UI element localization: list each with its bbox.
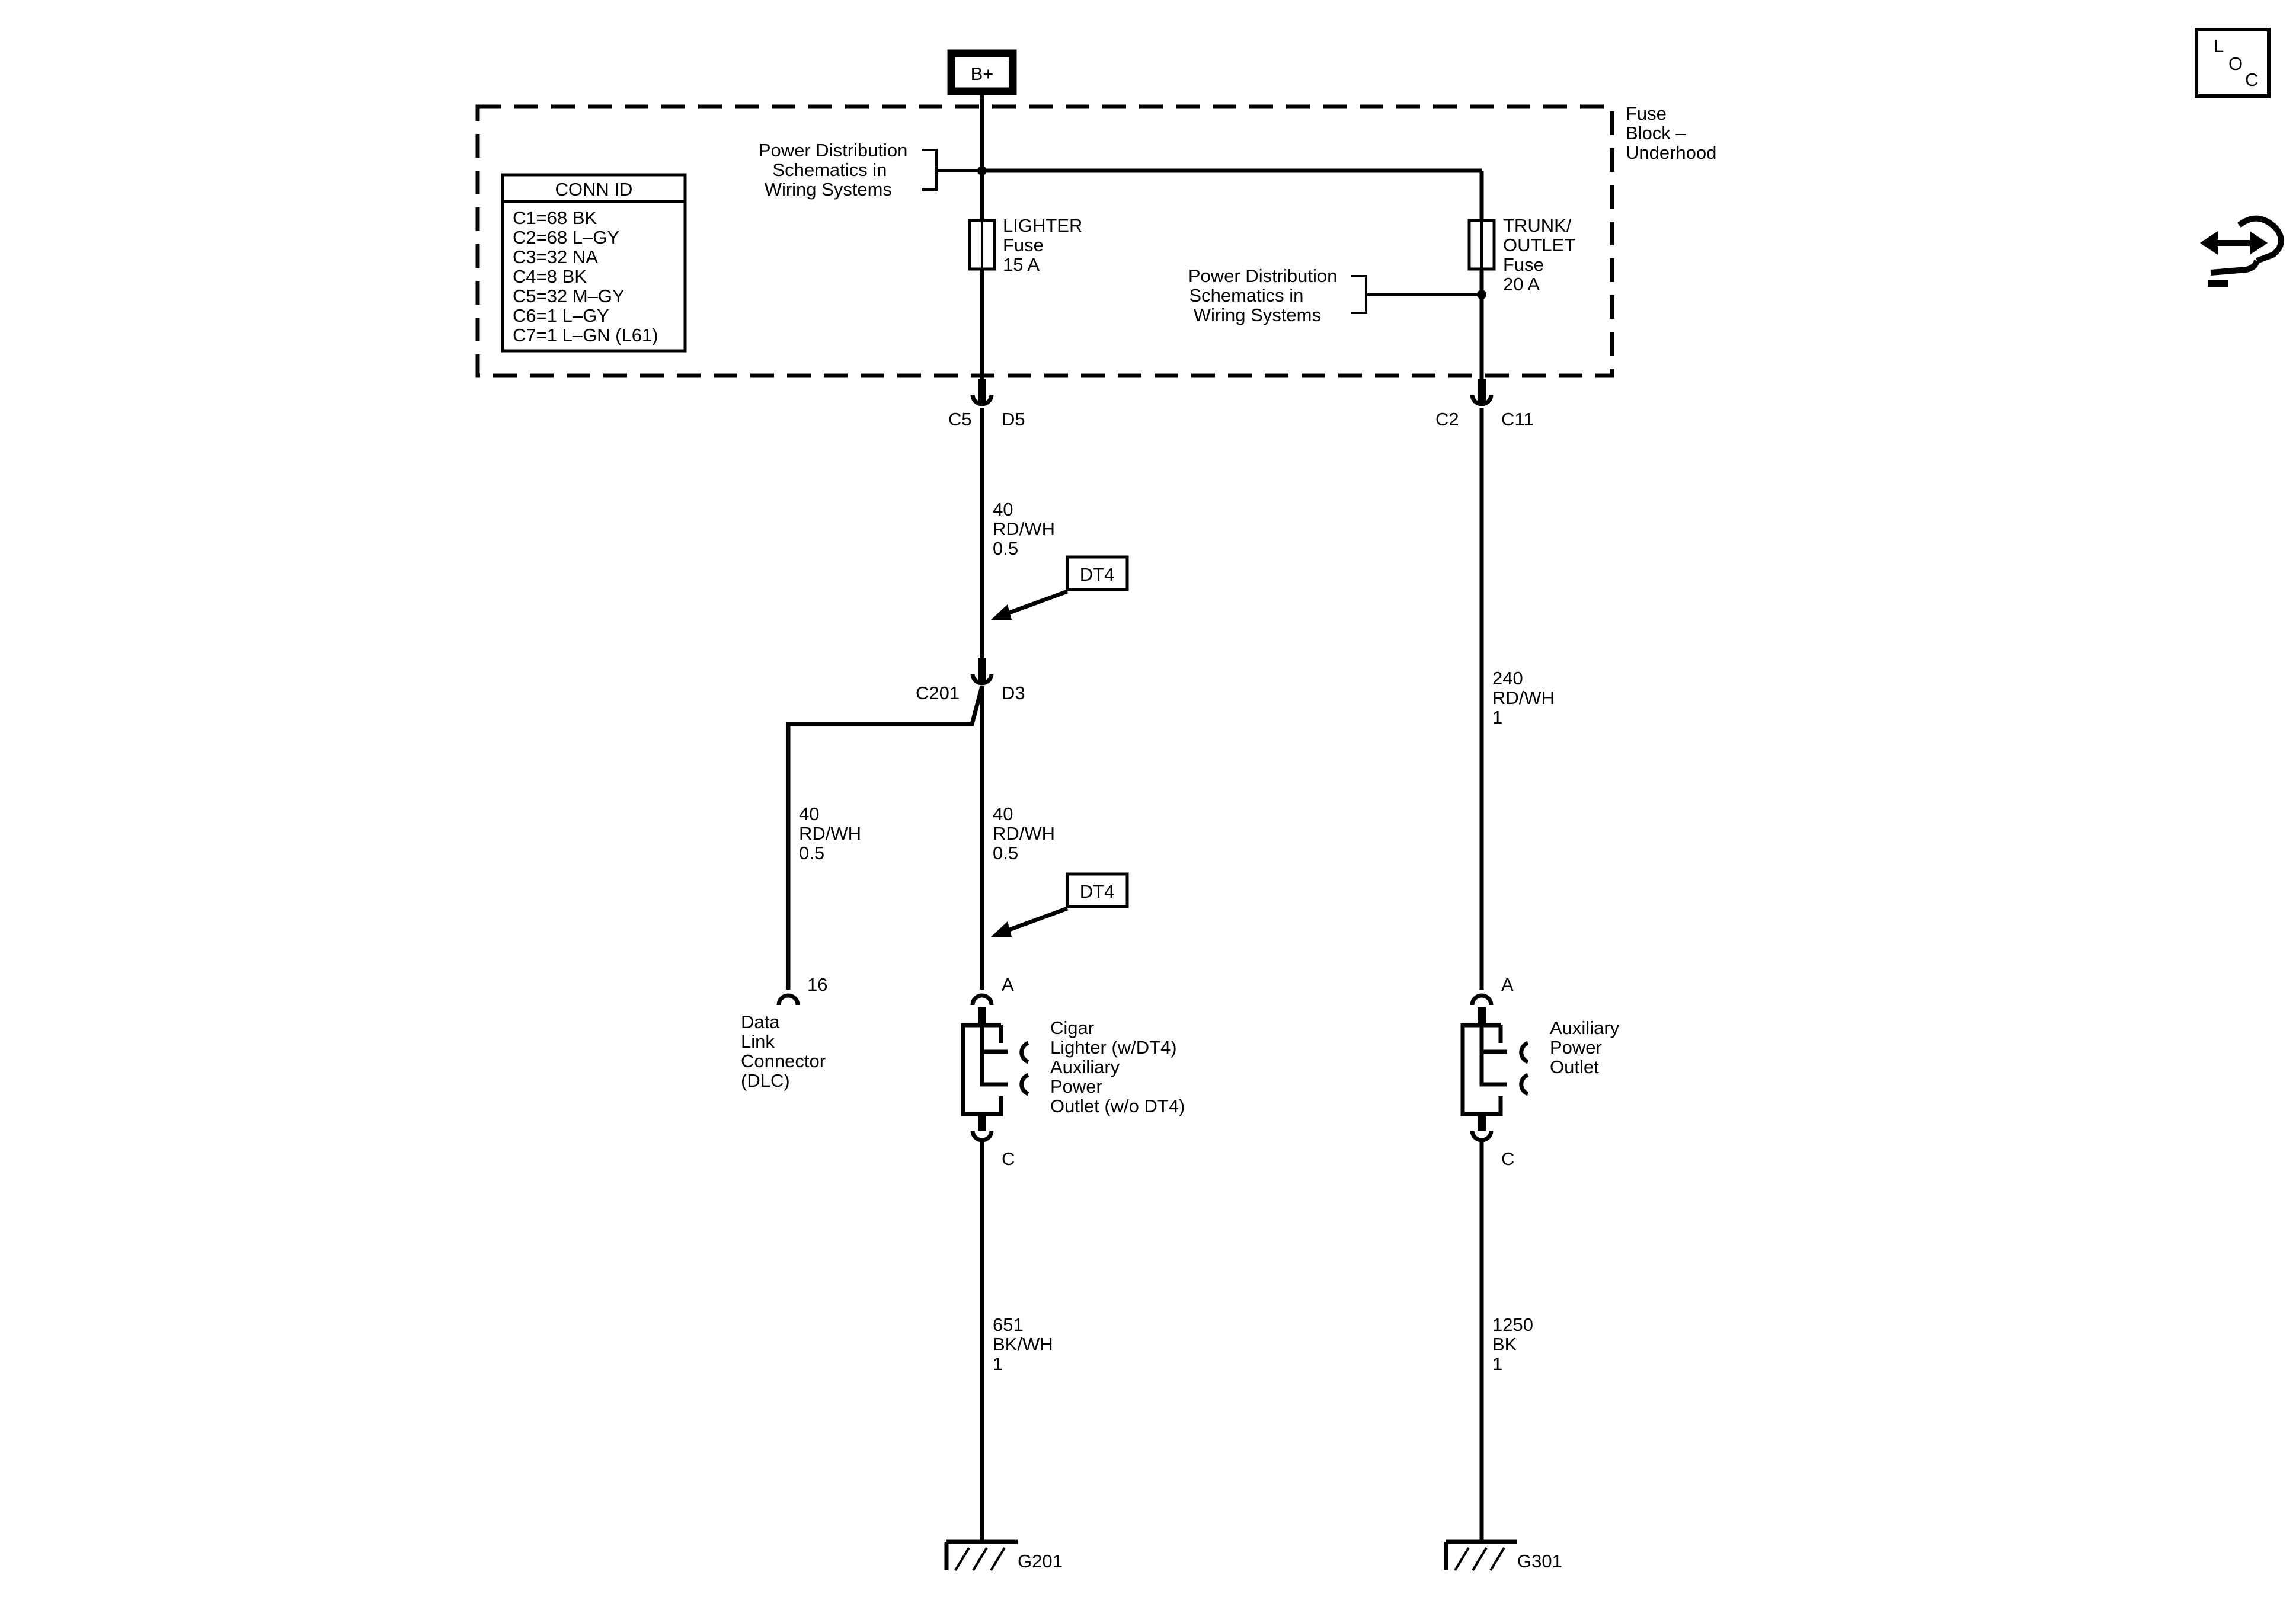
svg-text:C5: C5 xyxy=(948,409,972,430)
svg-text:Power Distribution Schem: Power Distribution Schematics in Wiring … xyxy=(759,140,913,200)
wire-label-651-bkwh: 651 BK/WH 1 xyxy=(993,1314,1058,1374)
svg-text:LIGHTER Fuse 15 A: LIGHTER Fuse 15 A xyxy=(1003,215,1088,275)
location-icon[interactable]: L O C xyxy=(2195,28,2271,98)
trunk-outlet-fuse: TRUNK/ OUTLET Fuse 20 A xyxy=(1467,215,1580,295)
connector-c5-d5: C5 D5 xyxy=(948,379,1025,430)
data-link-connector: 16 Data Link Connector (DLC) xyxy=(741,974,831,1091)
power-bus xyxy=(977,95,1484,219)
branch-to-dlc xyxy=(786,686,984,990)
svg-text:C: C xyxy=(2245,69,2258,90)
fuse-block-label: Fuse Block – Underhood xyxy=(1626,103,1716,163)
svg-text:C1=68 BK C2=68 L–GY: C1=68 BK C2=68 L–GY C3=32 NA C4=8 BK C5=… xyxy=(513,207,658,345)
lighter-fuse: LIGHTER Fuse 15 A xyxy=(968,215,1088,275)
svg-text:CONN ID: CONN ID xyxy=(555,179,633,200)
svg-text:40 RD/WH 0.5: 40 RD/WH 0.5 xyxy=(993,804,1060,863)
svg-text:DT4: DT4 xyxy=(1080,564,1115,585)
connector-c2-c11: C2 C11 xyxy=(1435,379,1534,430)
svg-text:D5: D5 xyxy=(1002,409,1025,430)
ground-g201: G201 xyxy=(944,1539,1063,1571)
svg-text:16: 16 xyxy=(807,974,827,995)
svg-text:TRUNK/ OUTLET Fuse: TRUNK/ OUTLET Fuse 20 A xyxy=(1503,215,1580,295)
cigar-lighter-component: A C Cigar Lighter (w/DT4) Auxiliary Powe… xyxy=(961,974,1185,1169)
power-distribution-ref-right: Power Distribution Schematics in Wiring … xyxy=(1188,265,1486,325)
svg-text:C11: C11 xyxy=(1501,409,1534,430)
auxiliary-power-outlet-component: A C Auxiliary Power Outlet xyxy=(1460,974,1625,1169)
svg-text:G201: G201 xyxy=(1018,1551,1063,1571)
wire-label-40-rdwh-upper: 40 RD/WH 0.5 xyxy=(993,499,1060,559)
wire-label-40-rdwh-lower: 40 RD/WH 0.5 xyxy=(993,804,1060,863)
svg-text:B+: B+ xyxy=(971,63,994,84)
wire-label-240-rdwh: 240 RD/WH 1 xyxy=(1492,668,1560,728)
svg-text:240 RD/WH 1: 240 RD/WH 1 xyxy=(1492,668,1560,728)
svg-text:DT4: DT4 xyxy=(1080,881,1115,902)
svg-text:40 RD/WH 0.5: 40 RD/WH 0.5 xyxy=(799,804,866,863)
svg-text:C201: C201 xyxy=(916,683,960,703)
svg-text:C: C xyxy=(1002,1148,1015,1169)
harness-connector-icon[interactable] xyxy=(2200,215,2284,287)
svg-text:40 RD/WH 0.5: 40 RD/WH 0.5 xyxy=(993,499,1060,559)
svg-text:Power Distribution Schem: Power Distribution Schematics in Wiring … xyxy=(1188,265,1342,325)
svg-text:D3: D3 xyxy=(1002,683,1025,703)
svg-text:Cigar Lighter (w/DT4): Cigar Lighter (w/DT4) Auxiliary Power Ou… xyxy=(1050,1017,1185,1116)
svg-text:Data Link Connecto: Data Link Connector (DLC) xyxy=(741,1012,831,1091)
svg-text:L: L xyxy=(2214,36,2224,56)
battery-positive-source: B+ xyxy=(947,49,1017,95)
ground-g301: G301 xyxy=(1444,1539,1562,1571)
svg-text:C2: C2 xyxy=(1435,409,1459,430)
svg-text:651 BK/WH 1: 651 BK/WH 1 xyxy=(993,1314,1058,1374)
svg-text:C: C xyxy=(1501,1148,1514,1169)
wire-label-1250-bk: 1250 BK 1 xyxy=(1492,1314,1539,1374)
wire-label-40-rdwh-dlc: 40 RD/WH 0.5 xyxy=(799,804,866,863)
svg-text:Auxiliary Power Ou: Auxiliary Power Outlet xyxy=(1550,1017,1625,1077)
svg-text:G301: G301 xyxy=(1517,1551,1562,1571)
svg-text:1250 BK 1: 1250 BK 1 xyxy=(1492,1314,1539,1374)
svg-text:A: A xyxy=(1501,974,1514,995)
svg-text:O: O xyxy=(2228,53,2243,74)
connector-c201-d3: C201 D3 xyxy=(916,658,1025,703)
power-distribution-ref-left: Power Distribution Schematics in Wiring … xyxy=(759,140,982,200)
option-dt4-upper: DT4 xyxy=(991,555,1129,620)
option-dt4-lower: DT4 xyxy=(991,872,1129,937)
fuse-block-boundary xyxy=(475,104,1614,378)
conn-id-table: CONN ID C1=68 BK C2=68 L–GY C3=32 NA C4=… xyxy=(501,173,687,353)
svg-text:A: A xyxy=(1002,974,1014,995)
